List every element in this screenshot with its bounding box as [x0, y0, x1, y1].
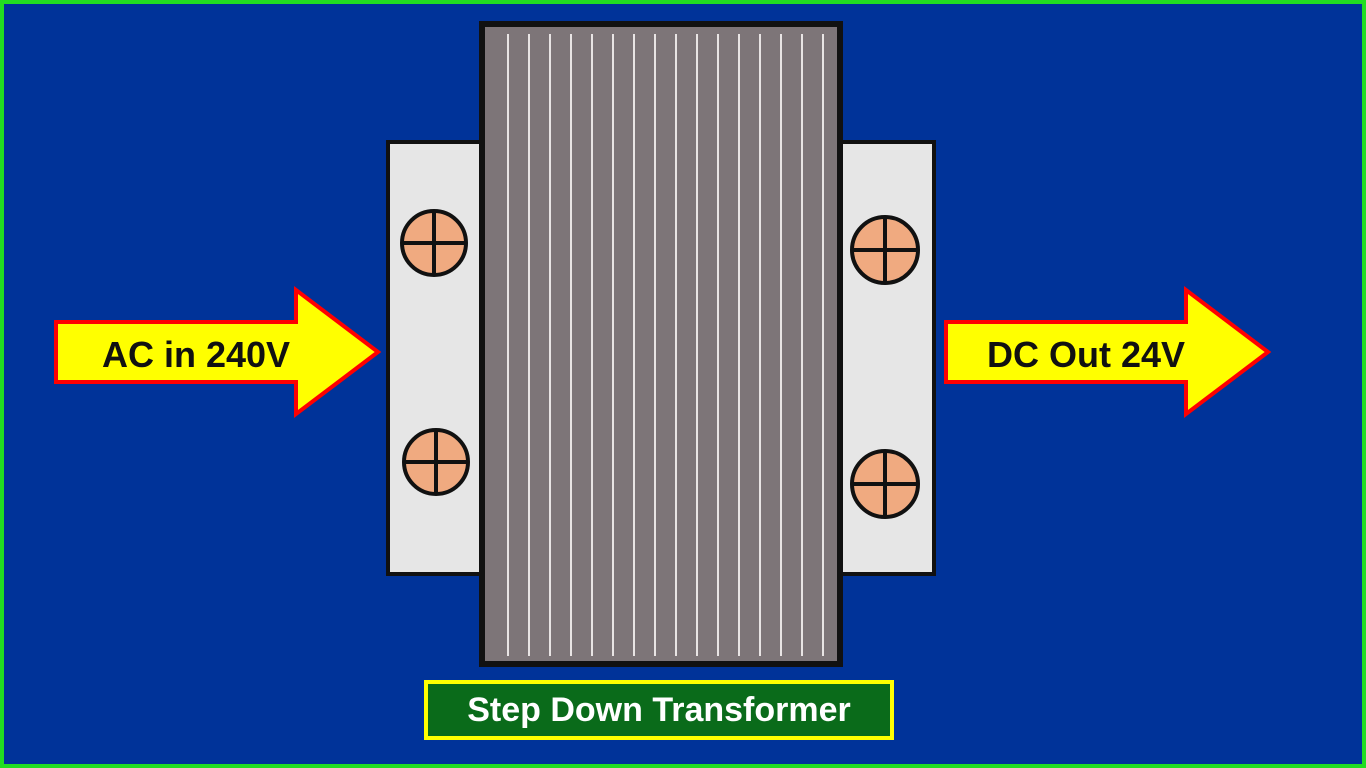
input-label: AC in 240V [102, 334, 290, 375]
screw-icon [400, 209, 468, 277]
screw-icon [850, 449, 920, 519]
transformer-core [479, 21, 843, 667]
core-laminations [507, 34, 824, 656]
diagram-caption: Step Down Transformer [424, 680, 894, 740]
screw-icon [402, 428, 470, 496]
output-arrow [944, 285, 1272, 419]
screw-icon [850, 215, 920, 285]
input-arrow [54, 285, 382, 419]
output-label: DC Out 24V [987, 334, 1185, 375]
left-bracket [386, 140, 488, 576]
